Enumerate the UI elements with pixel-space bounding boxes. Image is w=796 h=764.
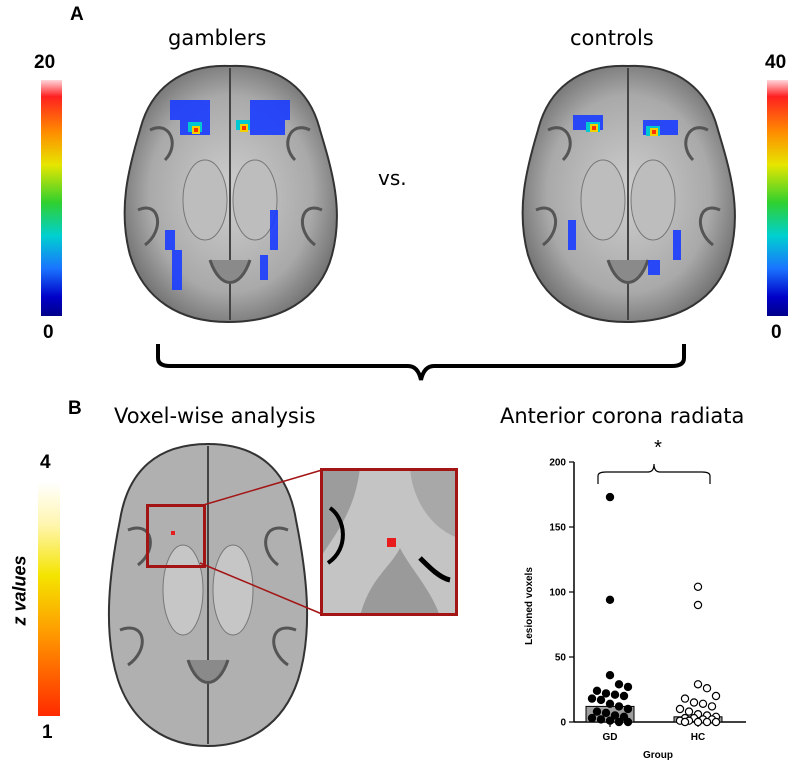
comparison-brace xyxy=(156,344,686,381)
hc-data-point xyxy=(711,717,721,727)
zoom-inset-image xyxy=(320,468,458,616)
gd-data-point xyxy=(623,717,633,727)
hc-data-point xyxy=(684,707,694,716)
voxel-wise-title: Voxel-wise analysis xyxy=(114,404,316,428)
hc-data-point xyxy=(693,680,703,689)
hc-data-point xyxy=(689,698,699,707)
controls-brain-image xyxy=(521,64,736,324)
gd-data-point xyxy=(614,680,624,689)
gamblers-title: gamblers xyxy=(168,26,267,50)
x-tick-label: HC xyxy=(691,732,705,743)
y-tick-label: 100 xyxy=(549,588,566,599)
gd-data-point xyxy=(605,492,615,502)
panel-a-letter: A xyxy=(70,4,84,25)
gd-data-point xyxy=(592,707,602,716)
hc-data-point xyxy=(693,717,703,727)
hc-data-point xyxy=(702,717,712,727)
hc-data-point xyxy=(680,717,690,727)
gd-data-point xyxy=(623,682,633,692)
hc-data-point xyxy=(707,702,717,711)
hc-data-point xyxy=(702,683,712,693)
right-colorbar xyxy=(767,80,788,316)
anterior-corona-radiata-title: Anterior corona radiata xyxy=(500,404,745,428)
significance-star: * xyxy=(654,437,662,459)
gd-data-point xyxy=(601,689,611,698)
left-colorbar-max: 20 xyxy=(34,52,56,73)
y-tick-label: 200 xyxy=(549,458,566,469)
y-tick-label: 50 xyxy=(555,653,567,664)
hc-data-point xyxy=(680,694,690,703)
hc-data-point xyxy=(711,691,721,701)
right-colorbar-max: 40 xyxy=(765,52,787,73)
gd-data-point xyxy=(601,708,611,718)
hc-data-point xyxy=(675,704,685,714)
zoom-region-box xyxy=(146,504,206,568)
y-tick-label: 150 xyxy=(549,523,566,534)
x-tick-label: GD xyxy=(603,732,618,743)
z-values-label: z values xyxy=(9,555,30,626)
z-colorbar xyxy=(38,482,60,716)
gd-data-point xyxy=(623,704,633,714)
gd-data-point xyxy=(587,694,597,703)
left-colorbar xyxy=(41,80,62,316)
hc-data-point xyxy=(693,600,703,610)
gd-data-point xyxy=(614,702,624,711)
gd-data-point xyxy=(619,691,629,701)
y-axis-label: Lesioned voxels xyxy=(524,567,535,645)
hc-data-point xyxy=(693,582,703,591)
panel-b-letter: B xyxy=(68,398,82,419)
y-tick-label: 0 xyxy=(560,718,566,729)
controls-title: controls xyxy=(570,26,654,50)
z-colorbar-min: 1 xyxy=(42,722,53,743)
gd-data-point xyxy=(587,713,597,723)
gd-data-point xyxy=(605,595,615,604)
left-colorbar-min: 0 xyxy=(43,322,54,343)
gd-data-point xyxy=(596,695,606,705)
gd-data-point xyxy=(605,716,615,725)
gd-data-point xyxy=(605,699,615,708)
hc-data-point xyxy=(698,699,708,708)
gd-data-point xyxy=(610,711,620,720)
gd-data-point xyxy=(605,670,615,680)
gamblers-brain-image xyxy=(123,64,338,324)
vs-text: vs. xyxy=(378,166,407,190)
x-axis-label: Group xyxy=(643,750,673,760)
gd-data-point xyxy=(614,717,624,727)
gd-data-point xyxy=(592,686,602,695)
right-colorbar-min: 0 xyxy=(771,322,782,343)
gd-data-point xyxy=(610,690,620,699)
z-colorbar-max: 4 xyxy=(40,452,51,473)
zoom-connector-lines xyxy=(199,469,323,615)
significance-bracket xyxy=(597,463,711,484)
gd-data-point xyxy=(596,715,606,724)
